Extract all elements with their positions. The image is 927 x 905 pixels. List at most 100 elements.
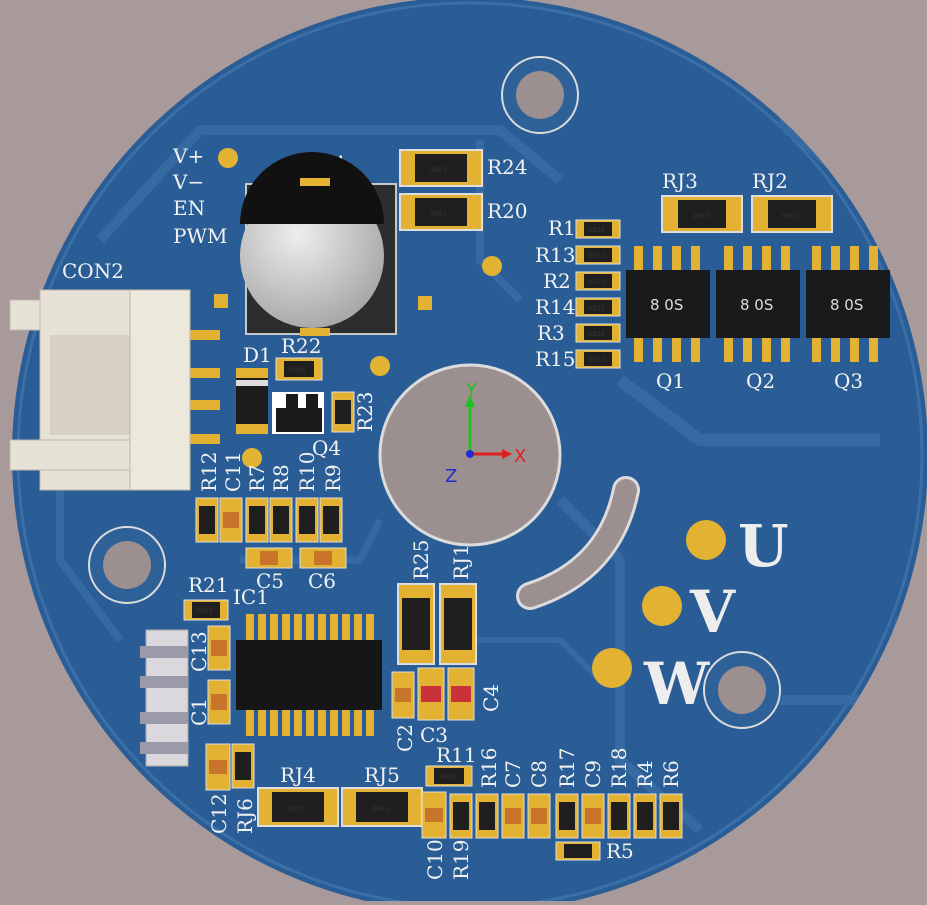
mosfet-q2: 8 0S Q2 bbox=[716, 246, 800, 393]
capacitor-c7: C7 bbox=[501, 760, 525, 839]
capacitor-c8: C8 bbox=[527, 760, 551, 839]
phase-label-w: W bbox=[643, 650, 710, 718]
r2-mark: 0022 bbox=[588, 278, 605, 286]
r14-mark: 0022 bbox=[588, 304, 605, 312]
q2-mark: 8 0S bbox=[740, 296, 773, 314]
r1-mark: 0022 bbox=[588, 226, 605, 234]
c10-label: C10 bbox=[423, 839, 447, 880]
resistor-r25: R25 bbox=[397, 539, 435, 665]
r23-label: R23 bbox=[353, 391, 377, 432]
resistor-r6: R6 bbox=[659, 760, 683, 839]
r5-label: R5 bbox=[606, 839, 634, 863]
rj3-mark: 1002 bbox=[692, 212, 709, 220]
resistor-r8: R8 bbox=[269, 464, 293, 543]
resistor-r2: R2 0022 bbox=[543, 269, 621, 293]
axis-z-label: Z bbox=[445, 466, 457, 487]
capacitor-c4: C4 bbox=[447, 667, 503, 721]
resistor-rj2: RJ2 9061 bbox=[751, 169, 833, 233]
resistor-r7: R7 bbox=[245, 464, 269, 543]
resistor-r15: R15 0022 bbox=[535, 347, 621, 371]
pin-label-vplus: V+ bbox=[172, 144, 204, 168]
r18-label: R18 bbox=[607, 747, 631, 788]
resistor-r14: R14 0022 bbox=[535, 295, 621, 319]
pin-label-vminus: V− bbox=[172, 170, 204, 194]
q1-label: Q1 bbox=[656, 369, 685, 393]
resistor-r3: R3 0022 bbox=[537, 321, 621, 345]
c11-label: C11 bbox=[221, 451, 245, 492]
q1-mark: 8 0S bbox=[650, 296, 683, 314]
diode-d1: D1 bbox=[236, 343, 272, 434]
r10-label: R10 bbox=[295, 451, 319, 492]
r24-label: R24 bbox=[487, 155, 528, 179]
rj2-label: RJ2 bbox=[752, 169, 788, 193]
r4-label: R4 bbox=[633, 760, 657, 788]
resistor-r20: 9061 R20 bbox=[399, 193, 528, 231]
axis-gizmo: Y X Z bbox=[445, 380, 526, 487]
phase-label-v: V bbox=[689, 578, 736, 646]
rj4-mark: 2601 bbox=[288, 805, 305, 813]
r8-label: R8 bbox=[269, 464, 293, 492]
r25-label: R25 bbox=[409, 539, 433, 580]
rj4-label: RJ4 bbox=[280, 763, 316, 787]
c6-label: C6 bbox=[308, 569, 336, 593]
resistor-r23: R23 bbox=[331, 391, 377, 433]
c7-label: C7 bbox=[501, 760, 525, 788]
resistor-r11: R11 0603 bbox=[425, 743, 477, 787]
resistor-r17: R17 bbox=[555, 747, 579, 839]
c1-label: C1 bbox=[187, 698, 211, 726]
c12-label: C12 bbox=[207, 793, 231, 834]
resistor-r19: R19 bbox=[449, 793, 473, 880]
ic-ic1: IC1 bbox=[233, 585, 382, 736]
resistor-rj6: RJ6 bbox=[231, 743, 257, 834]
capacitor-c9: C9 bbox=[581, 760, 605, 839]
phase-pads: U V W bbox=[592, 512, 789, 718]
capacitor-c12: C12 bbox=[205, 743, 231, 834]
r21-label: R21 bbox=[188, 573, 229, 597]
r9-label: R9 bbox=[321, 464, 345, 492]
r15-label: R15 bbox=[535, 347, 576, 371]
capacitor-c11: C11 bbox=[219, 451, 245, 543]
r13-label: R13 bbox=[535, 243, 576, 267]
resistor-row-upper: R12 C11 R7 R8 R10 R9 bbox=[195, 451, 345, 543]
r3-mark: 0022 bbox=[588, 330, 605, 338]
capacitor-c13: C13 bbox=[187, 625, 231, 672]
resistor-r5: R5 bbox=[555, 839, 634, 863]
c2-label: C2 bbox=[393, 724, 417, 752]
resistor-r16: R16 bbox=[475, 747, 501, 839]
pin-label-pwm: PWM bbox=[173, 224, 228, 248]
rj6-label: RJ6 bbox=[233, 798, 257, 834]
c3-label: C3 bbox=[420, 723, 448, 747]
r3-label: R3 bbox=[537, 321, 565, 345]
resistor-r22: R22 0006 bbox=[275, 334, 323, 381]
resistor-r21: R21 0602 bbox=[183, 573, 229, 621]
resistor-rj5: RJ5 9061 bbox=[341, 763, 423, 827]
resistor-r1: R1 0022 bbox=[548, 216, 621, 240]
d1-label: D1 bbox=[243, 343, 272, 367]
capacitor-c6: C6 bbox=[299, 547, 347, 593]
r24-mark: 9061 bbox=[430, 166, 447, 174]
transistor-q4: Q4 bbox=[272, 392, 341, 460]
axis-x-label: X bbox=[514, 446, 526, 467]
rj1-label: RJ1 bbox=[449, 544, 473, 580]
r11-label: R11 bbox=[436, 743, 477, 767]
rj2-mark: 9061 bbox=[782, 212, 799, 220]
mosfet-q1: 8 0S Q1 bbox=[626, 246, 710, 393]
resistor-rj4: RJ4 2601 bbox=[257, 763, 339, 827]
q3-label: Q3 bbox=[834, 369, 863, 393]
resistor-r13: R13 0022 bbox=[535, 243, 621, 267]
con2-label: CON2 bbox=[62, 259, 124, 283]
q2-label: Q2 bbox=[746, 369, 775, 393]
resistor-r4: R4 bbox=[633, 760, 657, 839]
r13-mark: 0022 bbox=[588, 252, 605, 260]
c4-label: C4 bbox=[479, 684, 503, 712]
r21-mark: 0602 bbox=[196, 607, 213, 615]
capacitor-c10: C10 bbox=[421, 791, 447, 880]
r7-label: R7 bbox=[245, 464, 269, 492]
phase-label-u: U bbox=[738, 512, 789, 580]
ic1-label: IC1 bbox=[233, 585, 269, 609]
resistor-row-lower: C10 R19 R16 C7 C8 R17 C9 R18 bbox=[421, 747, 683, 880]
capacitor-c3: C3 bbox=[417, 667, 448, 747]
resistor-r12: R12 bbox=[195, 451, 221, 543]
